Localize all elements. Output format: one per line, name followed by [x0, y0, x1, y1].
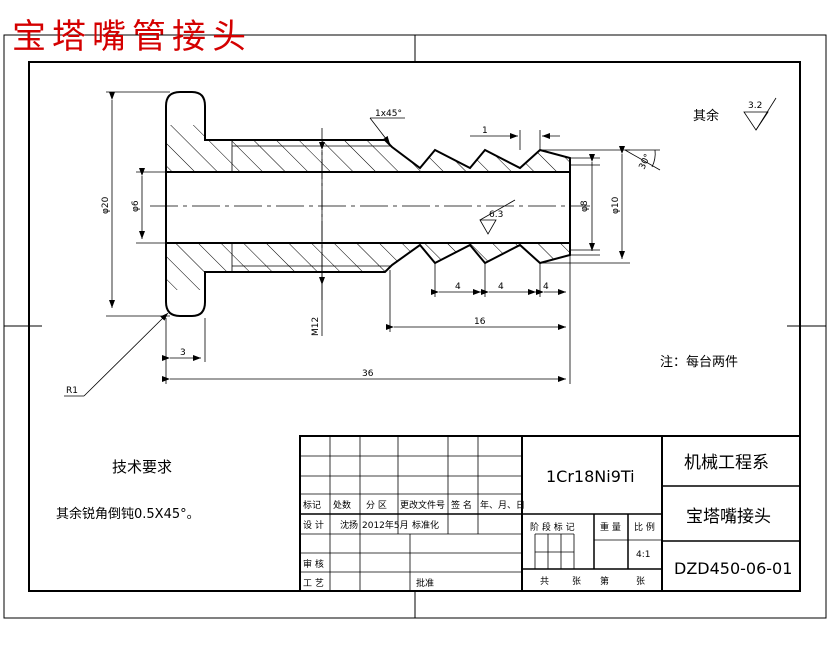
- tb-scale: 4:1: [636, 550, 650, 560]
- dim-chamfer: 1x45°: [375, 109, 402, 119]
- dim-length-36: 36: [362, 369, 374, 379]
- tb-review: 审 核: [303, 558, 324, 570]
- dim-length-3: 3: [180, 348, 186, 358]
- tech-req-text: 其余锐角倒钝0.5X45°。: [56, 506, 200, 522]
- tb-col-sign: 签 名: [451, 499, 472, 511]
- upper-section-hatch: [166, 125, 570, 172]
- tb-part-name: 宝塔嘴接头: [686, 507, 771, 527]
- tb-sheet-unit: 张: [636, 576, 645, 587]
- dim-diameter-10: φ10: [611, 196, 621, 214]
- roughness-value: 3.2: [748, 101, 762, 111]
- dim-bore-diameter: φ6: [131, 200, 141, 212]
- dim-diameter-8: φ8: [580, 200, 590, 212]
- tb-process: 工 艺: [303, 578, 324, 589]
- drawing-title: 宝塔嘴管接头: [12, 17, 252, 57]
- tb-material: 1Cr18Ni9Ti: [546, 467, 635, 486]
- outer-contour-upper: [165, 91, 571, 172]
- tb-sheet-no: 第: [600, 575, 609, 587]
- tb-col-mark: 标记: [303, 499, 321, 511]
- tb-weight: 重 量: [600, 521, 621, 533]
- dim-thread: M12: [311, 317, 321, 336]
- tb-col-date: 年、月、日: [480, 499, 525, 511]
- title-block-text: 标记 处数 分 区 更改文件号 签 名 年、月、日 设 计 沈扬 2012年5月…: [303, 453, 792, 589]
- tb-col-count: 处数: [333, 499, 351, 511]
- dim-step-a: 4: [455, 282, 461, 292]
- tb-standardize: 标准化: [412, 519, 439, 531]
- tb-sheets-total: 共: [540, 576, 549, 587]
- tb-col-doc: 更改文件号: [400, 499, 445, 511]
- outer-contour-lower: [165, 243, 571, 317]
- title-block: [299, 435, 801, 592]
- dimensions: φ20 φ6 φ8 φ10 30° 1x45° 1 6.3: [64, 91, 661, 397]
- tb-sheets-unit: 张: [572, 576, 581, 587]
- per-set-note: 注：每台两件: [660, 354, 738, 370]
- dim-radius: R1: [66, 386, 78, 396]
- dim-pitch: 1: [482, 126, 488, 136]
- tb-department: 机械工程系: [684, 453, 769, 473]
- tb-design: 设 计: [303, 519, 324, 531]
- other-surfaces-label: 其余: [693, 108, 719, 124]
- dim-step-c: 4: [543, 282, 549, 292]
- tb-approve: 批准: [416, 577, 434, 589]
- tb-drawing-no: DZD450-06-01: [674, 559, 792, 578]
- tb-designer: 沈扬: [340, 519, 358, 531]
- lower-section-hatch: [166, 243, 570, 290]
- dim-step-b: 4: [498, 282, 504, 292]
- dim-length-16: 16: [474, 317, 486, 327]
- tb-stage-mark: 阶 段 标 记: [530, 521, 575, 533]
- dim-angle: 30°: [638, 153, 654, 172]
- tech-req-title: 技术要求: [112, 458, 172, 476]
- tb-scale-label: 比 例: [634, 521, 655, 533]
- tb-date: 2012年5月: [362, 519, 409, 531]
- dim-outer-diameter: φ20: [101, 196, 111, 214]
- tb-col-zone: 分 区: [366, 500, 387, 511]
- roughness-other: 其余 3.2: [693, 97, 777, 131]
- part-section: [150, 91, 600, 317]
- roughness-surface: 6.3: [489, 210, 503, 220]
